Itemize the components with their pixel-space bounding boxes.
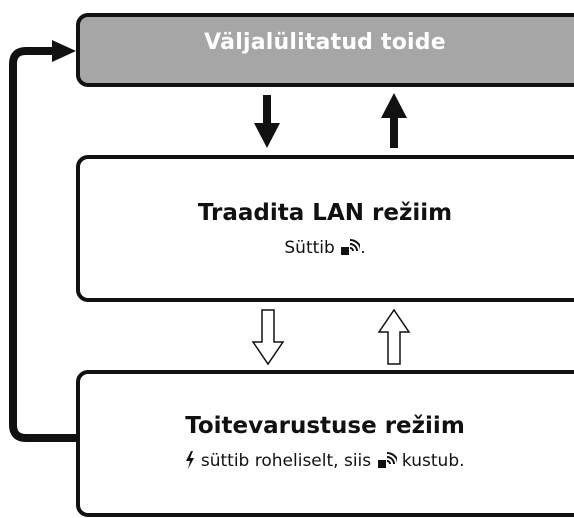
- wlan-desc-text-2: .: [360, 238, 366, 258]
- backup-mode-description: süttib roheliselt, siis kustub.: [78, 451, 572, 474]
- wlan-mode-description: Süttib .: [78, 238, 572, 261]
- wireless-signal-icon: [340, 238, 363, 261]
- lightning-bolt-icon: [185, 451, 195, 474]
- arrow-up-outline: [377, 308, 411, 365]
- return-loop-arrow: [9, 40, 78, 442]
- backup-mode-box: [76, 370, 574, 517]
- power-off-box: [76, 13, 574, 87]
- wireless-signal-icon: [377, 451, 399, 474]
- power-off-title: Väljalülitatud toide: [204, 30, 446, 55]
- wlan-mode-box: [76, 155, 574, 302]
- backup-mode-title: Toitevarustuse režiim: [185, 413, 465, 439]
- backup-desc-text-1: süttib roheliselt, siis: [195, 451, 377, 471]
- arrow-up-solid: [381, 93, 407, 148]
- wlan-desc-text-1: Süttib: [284, 238, 341, 258]
- backup-desc-text-2: kustub.: [396, 451, 465, 471]
- wlan-mode-title: Traadita LAN režiim: [197, 200, 453, 226]
- arrow-down-solid: [254, 95, 280, 148]
- arrow-down-outline: [251, 309, 285, 366]
